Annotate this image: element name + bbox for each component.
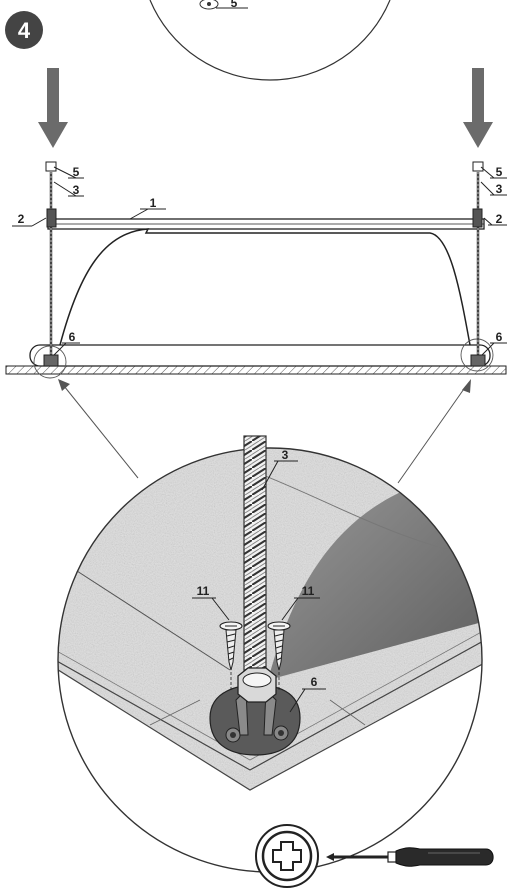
phillips-screw-head-icon bbox=[255, 824, 319, 888]
label-3-detail: 3 bbox=[282, 448, 289, 462]
left-down-arrow-icon bbox=[38, 68, 68, 148]
label-5-left: 5 bbox=[73, 165, 80, 179]
label-2-left: 2 bbox=[18, 212, 25, 226]
label-3-right: 3 bbox=[496, 182, 503, 196]
label-6-right: 6 bbox=[496, 330, 503, 344]
label-6-detail: 6 bbox=[311, 675, 318, 689]
left-rod-assembly bbox=[33, 161, 67, 379]
label-2-right: 2 bbox=[496, 212, 503, 226]
label-5-right: 5 bbox=[496, 165, 503, 179]
step-number: 4 bbox=[18, 18, 31, 43]
threaded-rod bbox=[243, 435, 267, 681]
screw-right bbox=[267, 621, 291, 690]
label-11-right: 11 bbox=[302, 584, 315, 598]
label-1-tub-rim: 1 bbox=[150, 196, 157, 210]
label-5-top: 5 bbox=[231, 0, 238, 10]
screw-left bbox=[219, 621, 243, 690]
detail-magnified-view: 3 11 11 6 bbox=[57, 435, 483, 873]
right-down-arrow-icon bbox=[463, 68, 493, 148]
detail-pointer-arrows bbox=[58, 379, 471, 484]
label-11-left: 11 bbox=[197, 584, 210, 598]
foot-base bbox=[209, 667, 301, 756]
screwdriver-icon bbox=[326, 847, 494, 867]
label-6-left: 6 bbox=[69, 330, 76, 344]
label-3-left: 3 bbox=[73, 183, 80, 197]
right-callouts: 5 3 2 6 bbox=[480, 165, 507, 356]
previous-detail-circle: 5 bbox=[149, 0, 391, 81]
left-callouts: 5 3 2 1 6 bbox=[12, 165, 166, 356]
bathtub-side-view bbox=[5, 218, 507, 375]
right-rod-assembly bbox=[460, 161, 494, 372]
step-badge: 4 bbox=[5, 11, 43, 49]
